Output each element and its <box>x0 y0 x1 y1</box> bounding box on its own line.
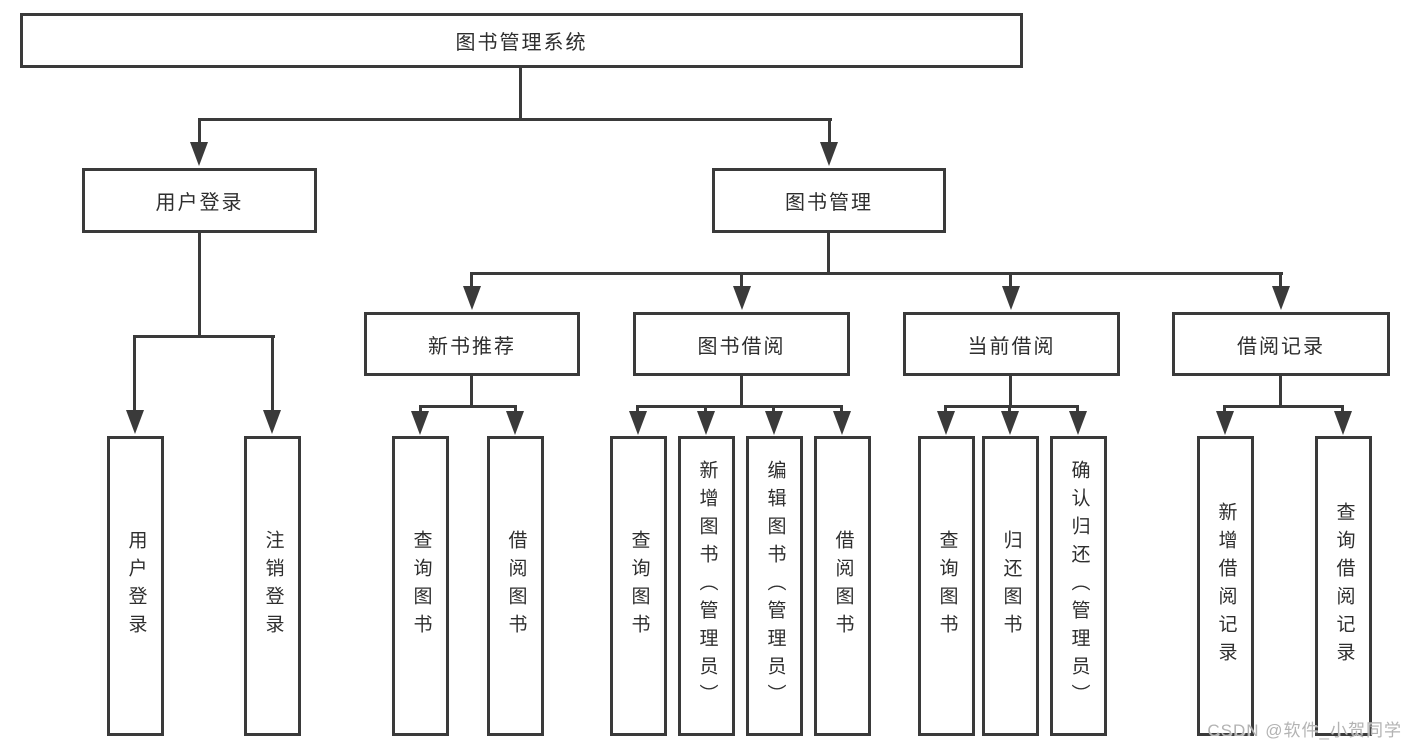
connector-line <box>1009 272 1012 288</box>
connector-line <box>198 233 201 337</box>
connector-line <box>636 405 639 413</box>
connector-line <box>198 118 201 144</box>
connector-line <box>740 272 743 288</box>
node-new-book-recommend-label: 新书推荐 <box>428 335 516 358</box>
arrow-down-icon <box>820 142 838 166</box>
leaf-borrowing-query-books-label: 查询图书 <box>628 530 650 642</box>
connector-line <box>519 68 522 118</box>
leaf-borrowing-add-books-admin-label: 新增图书（管理员） <box>696 460 718 712</box>
connector-line <box>470 272 473 288</box>
node-user-login-label: 用户登录 <box>155 192 244 214</box>
connector-line <box>704 405 707 413</box>
arrow-down-icon <box>411 411 429 435</box>
connector-line <box>1223 405 1226 413</box>
node-borrowing-records-label: 借阅记录 <box>1237 335 1325 358</box>
node-root: 图书管理系统 <box>20 13 1023 68</box>
node-book-management: 图书管理 <box>712 168 946 233</box>
leaf-recommend-query-books-label: 查询图书 <box>410 530 432 642</box>
connector-line <box>1076 405 1079 413</box>
leaf-current-confirm-return-admin: 确认归还（管理员） <box>1050 436 1107 736</box>
leaf-current-return-books-label: 归还图书 <box>1000 530 1022 642</box>
arrow-down-icon <box>1002 286 1020 310</box>
connector-line <box>198 118 832 121</box>
connector-line <box>636 405 843 408</box>
arrow-down-icon <box>765 411 783 435</box>
arrow-down-icon <box>697 411 715 435</box>
connector-line <box>772 405 775 413</box>
connector-line <box>1009 376 1012 407</box>
connector-line <box>1223 405 1344 408</box>
csdn-watermark: CSDN @软件_小贺同学 <box>1207 721 1402 740</box>
leaf-user-login: 用户登录 <box>107 436 164 736</box>
node-user-login: 用户登录 <box>82 168 317 233</box>
connector-line <box>1279 376 1282 407</box>
node-current-borrowing-label: 当前借阅 <box>967 335 1056 358</box>
leaf-borrowing-borrow-books-label: 借阅图书 <box>832 530 854 642</box>
leaf-records-query-record-label: 查询借阅记录 <box>1333 502 1355 670</box>
arrow-down-icon <box>937 411 955 435</box>
connector-line <box>133 335 136 412</box>
node-root-label: 图书管理系统 <box>455 32 588 54</box>
connector-line <box>1341 405 1344 413</box>
arrow-down-icon <box>1069 411 1087 435</box>
leaf-current-return-books: 归还图书 <box>982 436 1039 736</box>
node-borrowing-records: 借阅记录 <box>1172 312 1390 376</box>
arrow-down-icon <box>733 286 751 310</box>
leaf-borrowing-edit-books-admin-label: 编辑图书（管理员） <box>764 460 786 712</box>
connector-line <box>133 335 275 338</box>
arrow-down-icon <box>1216 411 1234 435</box>
arrow-down-icon <box>1334 411 1352 435</box>
arrow-down-icon <box>629 411 647 435</box>
connector-line <box>827 233 830 274</box>
leaf-current-confirm-return-admin-label: 确认归还（管理员） <box>1068 460 1090 712</box>
connector-line <box>1008 405 1011 413</box>
arrow-down-icon <box>463 286 481 310</box>
connector-line <box>470 376 473 407</box>
connector-line <box>740 376 743 407</box>
node-book-borrowing: 图书借阅 <box>633 312 850 376</box>
node-new-book-recommend: 新书推荐 <box>364 312 580 376</box>
leaf-recommend-borrow-books: 借阅图书 <box>487 436 544 736</box>
leaf-recommend-query-books: 查询图书 <box>392 436 449 736</box>
leaf-records-add-record-label: 新增借阅记录 <box>1215 502 1237 670</box>
leaf-borrowing-add-books-admin: 新增图书（管理员） <box>678 436 735 736</box>
leaf-borrowing-edit-books-admin: 编辑图书（管理员） <box>746 436 803 736</box>
arrow-down-icon <box>1001 411 1019 435</box>
leaf-records-query-record: 查询借阅记录 <box>1315 436 1372 736</box>
connector-line <box>271 335 274 412</box>
leaf-borrowing-borrow-books: 借阅图书 <box>814 436 871 736</box>
arrow-down-icon <box>263 410 281 434</box>
arrow-down-icon <box>126 410 144 434</box>
connector-line <box>419 405 422 413</box>
connector-line <box>419 405 516 408</box>
connector-line <box>840 405 843 413</box>
connector-line <box>514 405 517 413</box>
connector-line <box>944 405 1079 408</box>
arrow-down-icon <box>190 142 208 166</box>
leaf-current-query-books: 查询图书 <box>918 436 975 736</box>
leaf-recommend-borrow-books-label: 借阅图书 <box>505 530 527 642</box>
connector-line <box>470 272 1283 275</box>
leaf-records-add-record: 新增借阅记录 <box>1197 436 1254 736</box>
leaf-logout: 注销登录 <box>244 436 301 736</box>
connector-line <box>1279 272 1282 288</box>
arrow-down-icon <box>506 411 524 435</box>
node-current-borrowing: 当前借阅 <box>903 312 1120 376</box>
arrow-down-icon <box>1272 286 1290 310</box>
node-book-borrowing-label: 图书借阅 <box>697 335 786 358</box>
arrow-down-icon <box>833 411 851 435</box>
connector-line <box>828 118 831 144</box>
node-book-management-label: 图书管理 <box>785 192 873 214</box>
leaf-user-login-label: 用户登录 <box>125 530 147 642</box>
connector-line <box>944 405 947 413</box>
leaf-current-query-books-label: 查询图书 <box>936 530 958 642</box>
leaf-borrowing-query-books: 查询图书 <box>610 436 667 736</box>
leaf-logout-label: 注销登录 <box>262 530 284 642</box>
